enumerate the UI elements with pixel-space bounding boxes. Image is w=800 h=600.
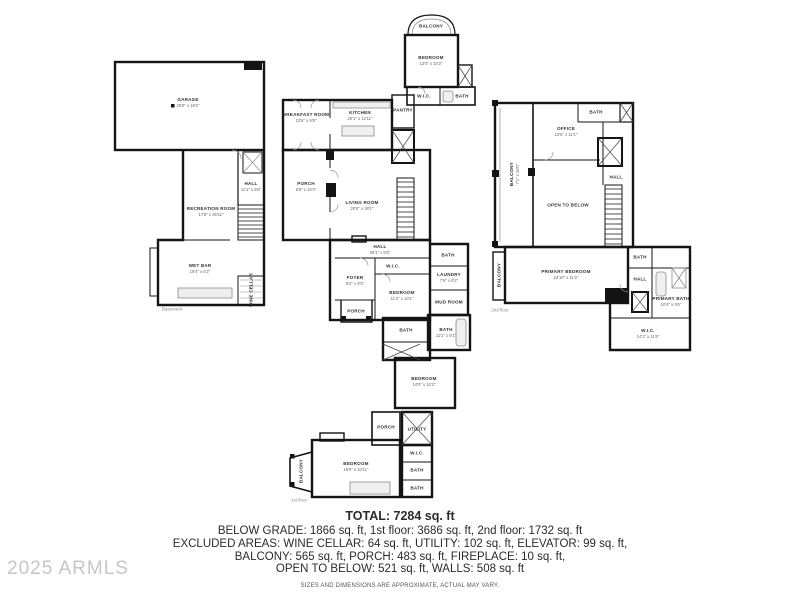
door-arcs [231,86,629,293]
second-floor-elevator-hatch [457,64,649,313]
summary-line-balcony: BALCONY: 565 sq. ft, PORCH: 483 sq. ft, … [234,550,566,563]
armls-watermark: 2025 ARMLS [7,558,129,579]
basement-walls [113,60,266,307]
utility-hatch [382,343,433,446]
first-floor-elevator-hatch [391,129,415,164]
basement-shower [242,151,263,174]
first-floor-caption: 1st floor [290,497,308,503]
second-floor-walls [403,14,692,352]
basement-stairs [237,204,265,241]
primary-bath-fixtures [442,90,687,297]
summary-total: TOTAL: 7284 sq. ft [345,509,455,523]
first-floor-walls [281,94,472,499]
summary-line-open: OPEN TO BELOW: 521 sq. ft, WALLS: 508 sq… [275,563,525,576]
second-floor-caption: 2nd floor [491,307,509,313]
wet-bar-counter [177,287,233,299]
summary-line-grades: BELOW GRADE: 1866 sq. ft, 1st floor: 368… [217,525,583,537]
basement-caption: Basement [161,306,183,312]
second-floor-stairs [604,184,623,248]
first-floor-stairs [396,177,415,241]
summary-disclaimer: SIZES AND DIMENSIONS ARE APPROXIMATE, AC… [300,583,500,590]
kitchen-fixtures [332,101,467,495]
area-summary: TOTAL: 7284 sq. ft BELOW GRADE: 1866 sq.… [0,509,800,589]
summary-line-excluded: EXCLUDED AREAS: WINE CELLAR: 64 sq. ft, … [172,537,628,550]
wine-rack [240,279,262,299]
